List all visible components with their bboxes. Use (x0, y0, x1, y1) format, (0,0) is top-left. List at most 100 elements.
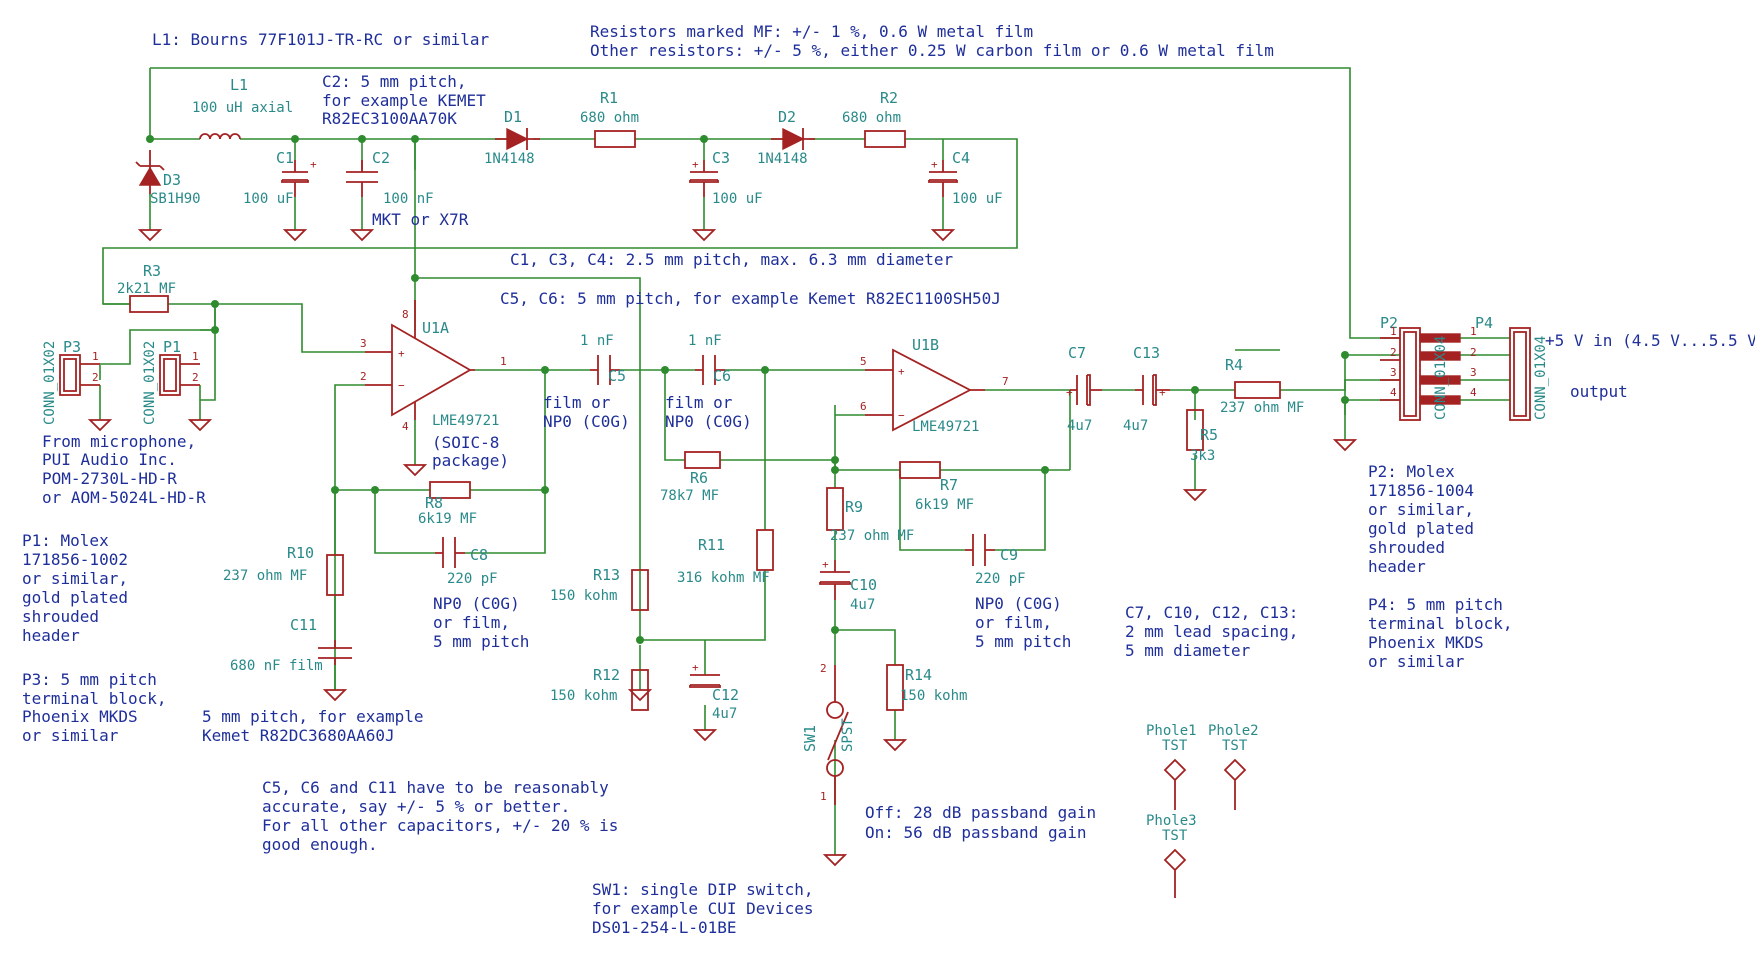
note-p2-5: shrouded (1368, 538, 1445, 557)
note-p1-3: or similar, (22, 569, 128, 588)
note-acc2: accurate, say +/- 5 % or better. (262, 797, 570, 816)
val-sw1: SPST (840, 718, 856, 752)
svg-text:1: 1 (1470, 325, 1477, 338)
note-p4-3: Phoenix MKDS (1368, 633, 1484, 652)
note-p1-4: gold plated (22, 588, 128, 607)
capacitor-c3 (689, 160, 719, 197)
note-c9-3: 5 mm pitch (975, 632, 1071, 651)
ref-r10: R10 (287, 544, 314, 562)
resistor-r14 (886, 664, 904, 711)
ref-c5: C5 (608, 367, 626, 385)
note-acc3: For all other capacitors, +/- 20 % is (262, 816, 618, 835)
note-c9-1: NP0 (C0G) (975, 594, 1062, 613)
junctions (146, 135, 1349, 644)
ref-r4: R4 (1225, 356, 1243, 374)
val-u1b: LME49721 (912, 419, 979, 435)
svg-text:4: 4 (1390, 386, 1397, 399)
svg-text:3: 3 (1390, 366, 1397, 379)
ref-r11: R11 (698, 536, 725, 554)
note-p3-2: terminal block, (22, 689, 167, 708)
note-c6-2: NP0 (C0G) (665, 412, 752, 431)
note-vin: +5 V in (4.5 V...5.5 V) (1545, 331, 1755, 350)
note-output: output (1570, 382, 1628, 401)
ref-phole1: Phole1 (1146, 723, 1197, 739)
note-mic1: From microphone, (42, 432, 196, 451)
connector-p2 (1380, 327, 1461, 421)
ref-c12: C12 (712, 686, 739, 704)
note-p2-6: header (1368, 557, 1426, 576)
diode-d3 (135, 150, 165, 194)
resistor-r13 (631, 569, 649, 611)
val-d2: 1N4148 (757, 151, 808, 167)
connector-p4 (1509, 327, 1531, 421)
val-c9: 220 pF (975, 571, 1026, 587)
resistor-r6 (684, 451, 721, 469)
val-c5: 1 nF (580, 333, 614, 349)
ref-p4: P4 (1475, 314, 1493, 332)
val-r2: 680 ohm (842, 110, 901, 126)
ref-u1b: U1B (912, 336, 939, 354)
capacitor-c7 (1070, 374, 1102, 406)
val-l1: 100 uH axial (192, 100, 293, 116)
note-p4-4: or similar (1368, 652, 1465, 671)
capacitor-c8 (435, 537, 465, 568)
val-r12: 150 kohm (550, 688, 617, 704)
svg-text:+: + (1066, 386, 1073, 399)
note-c6-1: film or (665, 393, 733, 412)
note-c5-1: film or (543, 393, 611, 412)
components (59, 127, 1531, 898)
opamp-u1a (365, 300, 475, 420)
val-c4: 100 uF (952, 191, 1003, 207)
ref-r3: R3 (143, 262, 161, 280)
resistor-r7 (899, 461, 941, 479)
val-c10: 4u7 (850, 597, 875, 613)
val-r7: 6k19 MF (915, 497, 974, 513)
ref-p1: P1 (163, 338, 181, 356)
svg-text:2: 2 (360, 370, 367, 383)
resistor-r2 (864, 130, 906, 148)
svg-text:2: 2 (1390, 346, 1397, 359)
val-c8: 220 pF (447, 571, 498, 587)
note-res1: Resistors marked MF: +/- 1 %, 0.6 W meta… (590, 22, 1033, 41)
ref-c10: C10 (850, 576, 877, 594)
note-p2-1: P2: Molex (1368, 462, 1455, 481)
svg-text:−: − (398, 379, 405, 392)
ref-c8: C8 (470, 546, 488, 564)
svg-text:+: + (898, 365, 905, 378)
note-sw1-3: DS01-254-L-01BE (592, 918, 737, 937)
note-c7-3: 5 mm diameter (1125, 641, 1251, 660)
svg-text:1: 1 (500, 355, 507, 368)
val-c1: 100 uF (243, 191, 294, 207)
note-c2-3: R82EC3100AA70K (322, 109, 457, 128)
svg-text:3: 3 (360, 337, 367, 350)
ref-p3: P3 (63, 338, 81, 356)
val-r6: 78k7 MF (660, 488, 719, 504)
ref-c6: C6 (713, 367, 731, 385)
resistor-r5 (1186, 409, 1204, 451)
ref-c13: C13 (1133, 344, 1160, 362)
svg-text:+: + (398, 347, 405, 360)
ref-u1a: U1A (422, 319, 449, 337)
switch-sw1 (826, 665, 849, 805)
note-p4-2: terminal block, (1368, 614, 1513, 633)
inductor-l1 (199, 133, 241, 140)
ref-c3: C3 (712, 149, 730, 167)
svg-text:7: 7 (1002, 375, 1009, 388)
note-gain2: On: 56 dB passband gain (865, 823, 1087, 842)
svg-text:−: − (898, 409, 905, 422)
note-sw1-2: for example CUI Devices (592, 899, 814, 918)
note-p2-2: 171856-1004 (1368, 481, 1474, 500)
ref-r9: R9 (845, 498, 863, 516)
ref-c11: C11 (290, 616, 317, 634)
val-c13: 4u7 (1123, 418, 1148, 434)
svg-text:2: 2 (92, 371, 99, 384)
note-c7-1: C7, C10, C12, C13: (1125, 603, 1298, 622)
note-c5-2: NP0 (C0G) (543, 412, 630, 431)
pin-labels: 3 2 1 8 4 5 6 7 1 2 3 4 1 2 3 4 1 2 1 2 … (92, 158, 1477, 803)
val-phole2: TST (1222, 738, 1248, 754)
ref-phole2: Phole2 (1208, 723, 1259, 739)
val-c12: 4u7 (712, 706, 737, 722)
ref-c1: C1 (276, 149, 294, 167)
svg-text:6: 6 (860, 400, 867, 413)
